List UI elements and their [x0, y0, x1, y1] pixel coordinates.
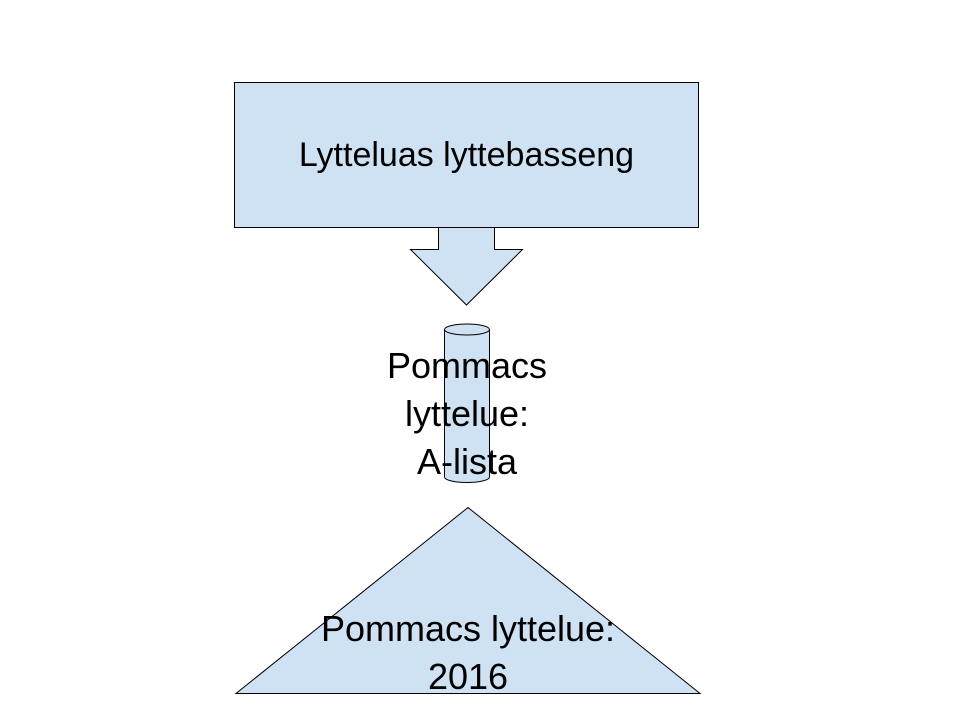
- triangle: [234, 506, 702, 694]
- top-box-label: Lytteluas lyttebasseng: [298, 136, 635, 174]
- cylinder-label: Pommacs lyttelue: A-lista: [317, 342, 617, 486]
- triangle-label: Pommacs lyttelue: 2016: [268, 605, 668, 701]
- cylinder-label-line1: Pommacs: [386, 345, 548, 386]
- cylinder-label-line3: A-lista: [416, 441, 518, 482]
- triangle-label-line1: Pommacs lyttelue:: [320, 608, 616, 649]
- down-arrow: [409, 227, 524, 306]
- cylinder: [444, 323, 490, 483]
- top-box: [234, 82, 699, 228]
- triangle-label-line2: 2016: [427, 656, 509, 697]
- cylinder-label-line2: lyttelue:: [404, 393, 530, 434]
